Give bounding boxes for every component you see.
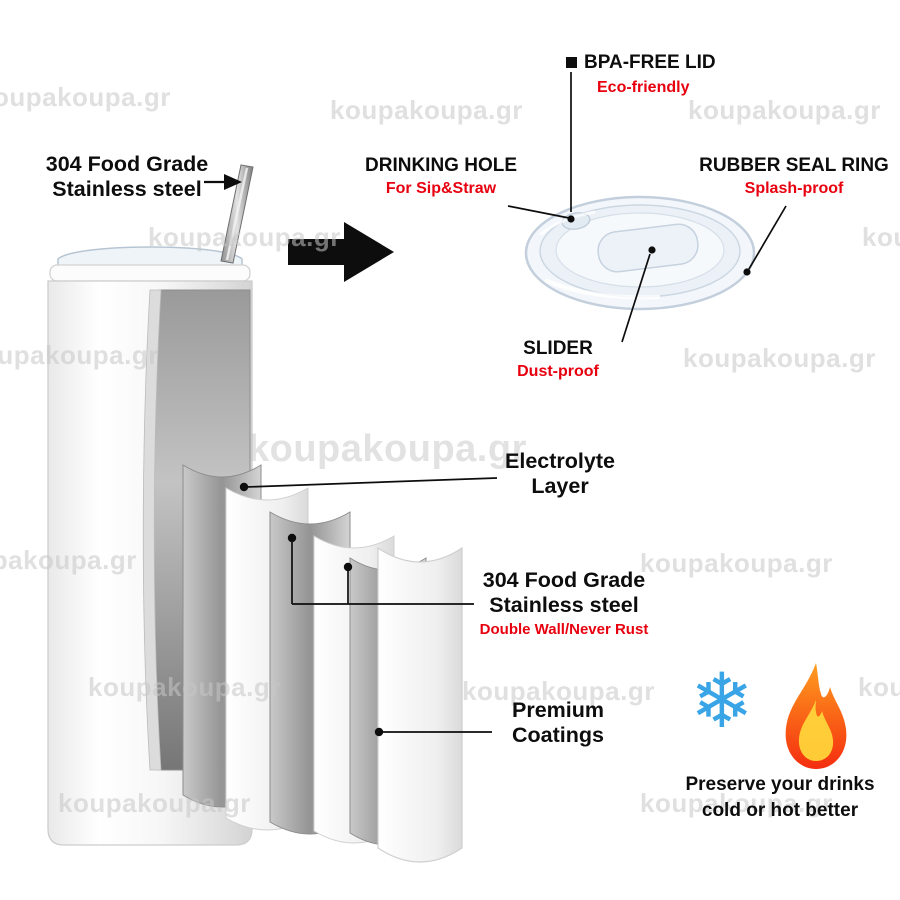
double-wall-line2: Stainless steel [489, 592, 639, 617]
double-wall-line1: 304 Food Grade [482, 568, 646, 592]
drinking-hole-subtitle: For Sip&Straw [385, 179, 497, 197]
snowflake-icon: ❄ [690, 659, 754, 744]
electrolyte-layer-line2: Layer [531, 473, 589, 498]
premium-coatings-line1: Premium [511, 698, 604, 722]
premium-coatings-line2: Coatings [512, 722, 604, 747]
bpa-free-lid-title: BPA-FREE LID [584, 52, 716, 73]
slider-label: SLIDER Dust-proof [494, 338, 622, 381]
drinking-hole-label: DRINKING HOLE For Sip&Straw [360, 155, 522, 198]
straw-material-line2: Stainless steel [52, 176, 202, 201]
double-wall-subtitle: Double Wall/Never Rust [479, 621, 649, 639]
rubber-seal-ring-title: RUBBER SEAL RING [699, 155, 889, 176]
straw-material-line1: 304 Food Grade [45, 152, 209, 176]
flame-icon [785, 663, 847, 769]
preserve-drinks-line2: cold or hot better [701, 799, 859, 821]
callout-lines [204, 72, 787, 737]
double-wall-label: 304 Food Grade Stainless steel Double Wa… [476, 568, 652, 639]
electrolyte-layer-label: Electrolyte Layer [490, 449, 630, 498]
electrolyte-layer-line1: Electrolyte [505, 449, 615, 473]
straw-illustration [220, 164, 254, 264]
slider-title: SLIDER [523, 338, 593, 359]
straw-material-label: 304 Food Grade Stainless steel [28, 152, 226, 201]
layer-stack-illustration [182, 464, 463, 863]
bpa-free-lid-subtitle: Eco-friendly [597, 78, 689, 97]
drinking-hole-title: DRINKING HOLE [365, 155, 517, 176]
preserve-drinks-text: Preserve your drinks cold or hot better [658, 772, 900, 823]
right-arrow-icon [288, 222, 394, 282]
rubber-seal-ring-label: RUBBER SEAL RING Splash-proof [696, 155, 892, 198]
lid-slider-illustration [597, 223, 699, 273]
lid-top-view-illustration [524, 195, 756, 311]
bpa-square-bullet-icon [566, 57, 577, 68]
bpa-free-lid-sub-text: Eco-friendly [597, 79, 690, 96]
premium-coatings-label: Premium Coatings [494, 698, 622, 747]
preserve-drinks-line1: Preserve your drinks [685, 774, 875, 795]
rubber-seal-ring-subtitle: Splash-proof [744, 179, 844, 197]
bpa-free-lid-label: BPA-FREE LID [584, 52, 716, 74]
slider-subtitle: Dust-proof [517, 362, 599, 380]
